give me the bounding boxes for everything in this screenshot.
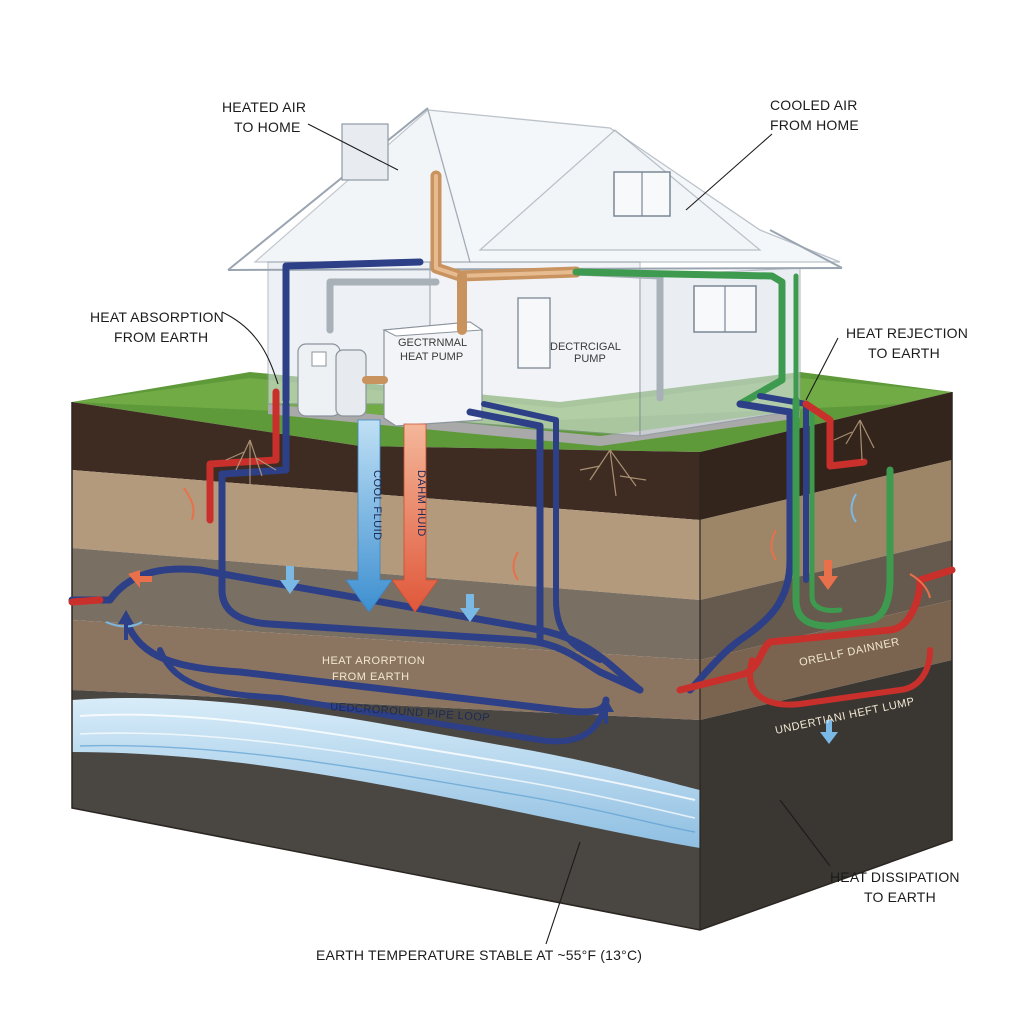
soil-block (71, 372, 953, 931)
storage-tanks (297, 343, 367, 417)
warm-fluid-label: DAHM HUID (415, 470, 427, 537)
callout-earth-temperature: EARTH TEMPERATURE STABLE AT ~55°F (13°C) (316, 947, 642, 963)
interior-ducts (282, 170, 799, 408)
deepest-cold-loop (157, 647, 607, 745)
cool-fluid-arrow (345, 419, 393, 613)
callout-heat-absorption-line-2: FROM EARTH (114, 329, 208, 345)
middle-cold-riser (466, 408, 544, 644)
left-eave (227, 107, 429, 271)
ground-label-absorption-1: HEAT ARORPTION (322, 655, 425, 667)
right-eave (769, 229, 843, 269)
up-arrow-left (118, 610, 134, 640)
topsoil-layer-side (700, 392, 952, 520)
right-cold-pipe (686, 400, 794, 694)
callout-cooled-air-line-2: FROM HOME (770, 117, 859, 133)
interior-green-pipe (572, 268, 786, 408)
right-green-pipe-2 (809, 409, 843, 613)
callout-heat-rejection-line-2: TO EARTH (868, 345, 940, 361)
water-wave-2 (79, 732, 696, 819)
right-hot-pipe (802, 400, 868, 470)
callout-heated-air-line-1: HEATED AIR (222, 99, 306, 115)
heat-pump-label-line-2: HEAT PUMP (400, 351, 463, 363)
foundation-slab (268, 404, 800, 446)
deep-cold-loop (122, 616, 610, 716)
middle-cold-riser-2 (481, 401, 603, 663)
wall-sign-line-1: DECTRCIGAL (550, 341, 621, 353)
leader-heat-absorption (221, 311, 279, 385)
house: GECTRNMAL HEAT PUMP DECTRCIGAL PUMP (227, 107, 843, 446)
leader-cooled-air (685, 133, 773, 211)
cool-fluid-label: COOL FLUID (371, 470, 383, 541)
ground-label-absorption-2: FROM EARTH (332, 671, 410, 683)
curved-heat-arrows (105, 487, 931, 628)
water-wave-1 (79, 713, 696, 801)
interior-cold-pipe (282, 258, 424, 404)
upper-window (613, 171, 671, 217)
small-cool-arrows (280, 566, 838, 744)
right-green-pipe (792, 396, 894, 630)
callout-cooled-air-line-1: COOLED AIR (770, 97, 858, 113)
heat-pump-label-line-1: GECTRNMAL (398, 337, 467, 349)
leader-heat-rejection (805, 337, 839, 401)
callout-heat-rejection-line-1: HEAT REJECTION (846, 325, 968, 341)
leader-earth-temperature (545, 841, 581, 945)
leader-heat-dissipation (779, 799, 831, 867)
heat-flow-arrows: COOL FLUID DAHM HUID (105, 419, 931, 744)
left-hot-pipe (206, 388, 280, 524)
left-edge-hot-stub (68, 596, 104, 606)
callout-heat-absorption-line-1: HEAT ABSORPTION (90, 309, 224, 325)
callout-heated-air-line-2: TO HOME (234, 119, 300, 135)
left-cold-loop (218, 400, 644, 694)
water-wave-3 (79, 744, 696, 833)
leader-heated-air (307, 123, 399, 171)
right-hot-lower-loop (747, 647, 933, 708)
callout-heat-dissipation-line-1: HEAT DISSIPATION (830, 869, 960, 885)
up-arrow-right (598, 698, 614, 724)
chimney (341, 123, 389, 181)
right-window (693, 285, 757, 333)
door (517, 297, 551, 369)
roots (225, 419, 875, 497)
copper-riser-highlight (434, 174, 578, 278)
wall-sign-line-2: PUMP (574, 353, 606, 365)
callouts: HEATED AIR TO HOME COOLED AIR FROM HOME … (90, 97, 968, 963)
small-warm-arrows (128, 560, 838, 590)
callout-heat-dissipation-line-2: TO EARTH (864, 889, 936, 905)
heat-pump-unit: GECTRNMAL HEAT PUMP (382, 321, 484, 427)
warm-fluid-arrow (391, 423, 439, 613)
